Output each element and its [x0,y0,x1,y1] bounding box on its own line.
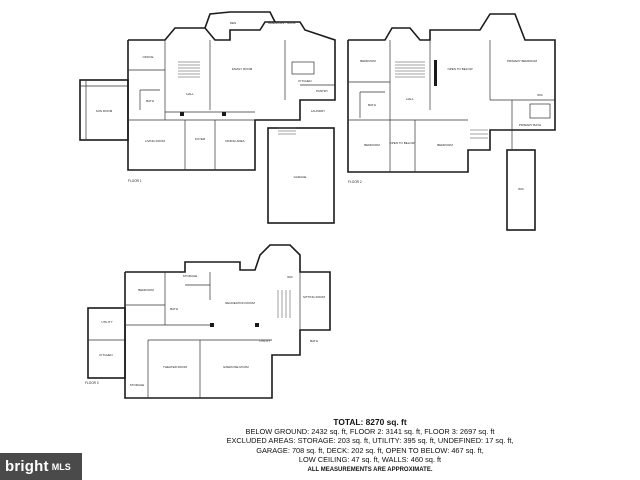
floor-1-label: FLOOR 1 [128,179,142,183]
room-label: BEDROOM [360,59,376,63]
garage-walls [267,127,335,224]
room-label: OPEN TO BELOW [447,67,472,71]
wic-walls [506,149,536,231]
room-label: BATH [146,99,154,103]
room-label: HALL [186,92,194,96]
floor-0-plan: STORAGE BEDROOM BATH RECREATION ROOM SIT… [85,244,331,399]
room-label: BATH [310,339,318,343]
room-label: EXERCISE ROOM [223,365,249,369]
area-summary: TOTAL: 8270 sq. ft BELOW GROUND: 2432 sq… [200,417,540,475]
room-label: DINING AREA [225,139,244,143]
area-breakdown-line: BELOW GROUND: 2432 sq. ft, FLOOR 2: 3141… [245,427,495,437]
room-label: BEDROOM [138,288,154,292]
room-label: UTILITY [101,320,112,324]
room-label: SUN ROOM [96,109,113,113]
room-label: BEDROOM [364,143,380,147]
room-label: WIC [537,93,544,97]
floor-2-plan: BEDROOM OPEN TO BELOW PRIMARY BEDROOM BA… [347,13,556,231]
room-label: OFFICE [143,55,154,59]
room-label: BATH [170,307,178,311]
floor-1-stairs [178,61,296,135]
floor-1-plan: DEN BREAKFAST NOOK OFFICE FAMILY ROOM KI… [79,11,336,224]
logo-brand: bright [5,458,49,475]
room-label: BATH [368,103,376,107]
floor-2-label: FLOOR 2 [348,180,362,184]
bright-mls-logo: bright MLS [0,453,82,480]
room-label: OPEN TO BELOW [389,141,414,145]
floor-1-outline [127,21,336,171]
room-label: STORAGE [130,383,145,387]
measurement-disclaimer: ALL MEASUREMENTS ARE APPROXIMATE. [307,467,433,474]
area-breakdown-line: GARAGE: 708 sq. ft, DECK: 202 sq. ft, OP… [256,445,484,455]
floor-0-outline [124,244,331,399]
room-label: UTILITY [259,339,270,343]
logo-suffix: MLS [51,461,71,472]
room-label: PRIMARY BATH [519,123,541,127]
floor-0-stairs [277,290,291,318]
left-wing-walls [87,307,126,379]
area-breakdown-line: LOW CEILING: 47 sq. ft, WALLS: 460 sq. f… [298,454,442,464]
floor-2-stairs [395,61,488,139]
room-label: FAMILY ROOM [232,67,253,71]
room-label: BREAKFAST NOOK [268,21,295,25]
room-label: HALL [406,97,414,101]
area-breakdown-line: EXCLUDED AREAS: STORAGE: 203 sq. ft, UTI… [226,436,514,446]
room-label: WIC [518,187,525,191]
room-label: LIVING ROOM [145,139,166,143]
room-label: WIC [287,275,294,279]
total-area: TOTAL: 8270 sq. ft [333,417,407,427]
room-label: RECREATION ROOM [225,301,255,305]
room-label: PANTRY [316,89,328,93]
room-label: STORAGE [183,274,198,278]
floor-2-outline [347,13,556,173]
room-label: KITCHEN [99,353,112,357]
room-label: GARAGE [294,175,307,179]
room-label: KITCHEN [298,79,311,83]
room-label: DEN [230,21,236,25]
floor-0-label: FLOOR 0 [85,381,99,385]
room-label: FOYER [195,137,206,141]
room-label: THEATER ROOM [163,365,187,369]
room-label: BEDROOM [437,143,453,147]
room-label: PRIMARY BEDROOM [507,59,537,63]
room-label: LAUNDRY [311,109,325,113]
room-label: SITTING ROOM [303,295,326,299]
